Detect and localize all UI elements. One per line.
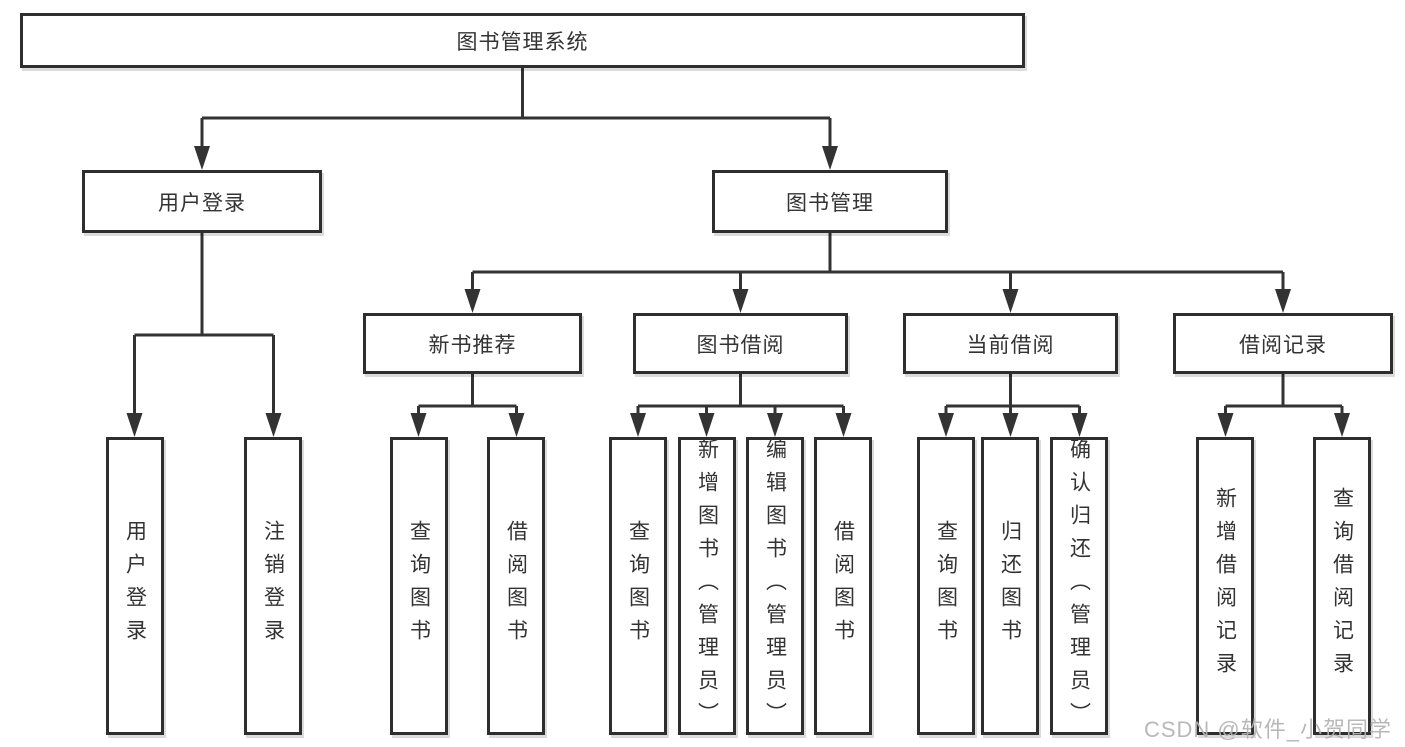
- arrow-down-icon: [938, 413, 954, 437]
- connector-userlogin-to-leaves: [133, 233, 275, 415]
- node-user-login: 用户登录: [82, 170, 322, 233]
- arrow-down-icon: [1334, 413, 1350, 437]
- arrow-down-icon: [194, 146, 210, 170]
- arrow-down-icon: [630, 413, 646, 437]
- node-label: 图书管理系统: [456, 30, 589, 54]
- leaf-borrowing-add-books-admin: 新增图书（管理员）: [678, 437, 736, 735]
- arrow-down-icon: [1275, 289, 1291, 313]
- csdn-watermark: CSDN @软件_小贺同学: [1143, 717, 1392, 742]
- leaf-records-add-record: 新增借阅记录: [1196, 437, 1254, 735]
- node-new-book-recommend: 新书推荐: [363, 313, 582, 374]
- node-root-system: 图书管理系统: [20, 13, 1025, 68]
- connector-root-to-level2: [200, 68, 832, 148]
- leaf-label: 查询图书: [934, 520, 958, 652]
- node-borrow-records: 借阅记录: [1173, 313, 1393, 374]
- leaf-current-return-books: 归还图书: [981, 437, 1039, 735]
- leaf-borrowing-edit-books-admin: 编辑图书（管理员）: [746, 437, 804, 735]
- arrow-down-icon: [835, 413, 852, 437]
- node-label: 图书管理: [786, 191, 874, 215]
- leaf-label: 查询图书: [626, 520, 650, 652]
- arrow-down-icon: [410, 413, 427, 437]
- leaf-label: 确认归还（管理员）: [1067, 437, 1091, 735]
- leaf-label: 用户登录: [123, 520, 147, 652]
- leaf-user-login: 用户登录: [106, 437, 164, 735]
- connector-borrowing-to-leaves: [636, 374, 845, 415]
- arrow-down-icon: [822, 146, 838, 170]
- leaf-label: 新增借阅记录: [1213, 487, 1237, 685]
- leaf-label: 借阅图书: [831, 520, 855, 652]
- leaf-current-query-books: 查询图书: [917, 437, 975, 735]
- node-label: 新书推荐: [428, 333, 517, 357]
- leaf-label: 新增图书（管理员）: [695, 437, 719, 735]
- arrow-down-icon: [1002, 413, 1019, 437]
- arrow-down-icon: [732, 289, 749, 313]
- node-book-borrowing: 图书借阅: [633, 313, 848, 374]
- connector-recommend-to-leaves: [417, 374, 518, 415]
- arrow-down-icon: [767, 413, 783, 437]
- node-label: 当前借阅: [966, 333, 1055, 357]
- leaf-borrowing-borrow-books: 借阅图书: [814, 437, 872, 735]
- node-book-management: 图书管理: [712, 170, 948, 233]
- leaf-label: 借阅图书: [504, 520, 528, 652]
- node-label: 用户登录: [158, 191, 246, 215]
- leaf-label: 查询借阅记录: [1330, 487, 1354, 685]
- connector-current-to-leaves: [944, 374, 1081, 415]
- node-current-borrowing: 当前借阅: [903, 313, 1118, 374]
- arrow-down-icon: [508, 413, 525, 437]
- leaf-recommend-borrow-books: 借阅图书: [487, 437, 545, 735]
- node-label: 借阅记录: [1239, 333, 1327, 357]
- arrow-down-icon: [464, 289, 481, 313]
- connector-records-to-leaves: [1224, 374, 1344, 415]
- leaf-label: 查询图书: [407, 520, 431, 652]
- leaf-borrowing-query-books: 查询图书: [609, 437, 667, 735]
- leaf-current-confirm-return-admin: 确认归还（管理员）: [1050, 437, 1108, 735]
- arrow-down-icon: [1217, 413, 1234, 437]
- leaf-label: 归还图书: [998, 520, 1022, 652]
- arrow-down-icon: [1002, 289, 1019, 313]
- leaf-records-query-record: 查询借阅记录: [1313, 437, 1371, 735]
- arrow-down-icon: [265, 413, 282, 437]
- leaf-label: 注销登录: [261, 520, 285, 652]
- leaf-label: 编辑图书（管理员）: [763, 437, 787, 735]
- arrow-down-icon: [126, 413, 143, 437]
- arrow-down-icon: [698, 413, 715, 437]
- leaf-logout: 注销登录: [244, 437, 302, 735]
- leaf-recommend-query-books: 查询图书: [390, 437, 448, 735]
- node-label: 图书借阅: [696, 333, 785, 357]
- connector-bookmgmt-to-level3: [471, 233, 1285, 291]
- arrow-down-icon: [1071, 413, 1088, 437]
